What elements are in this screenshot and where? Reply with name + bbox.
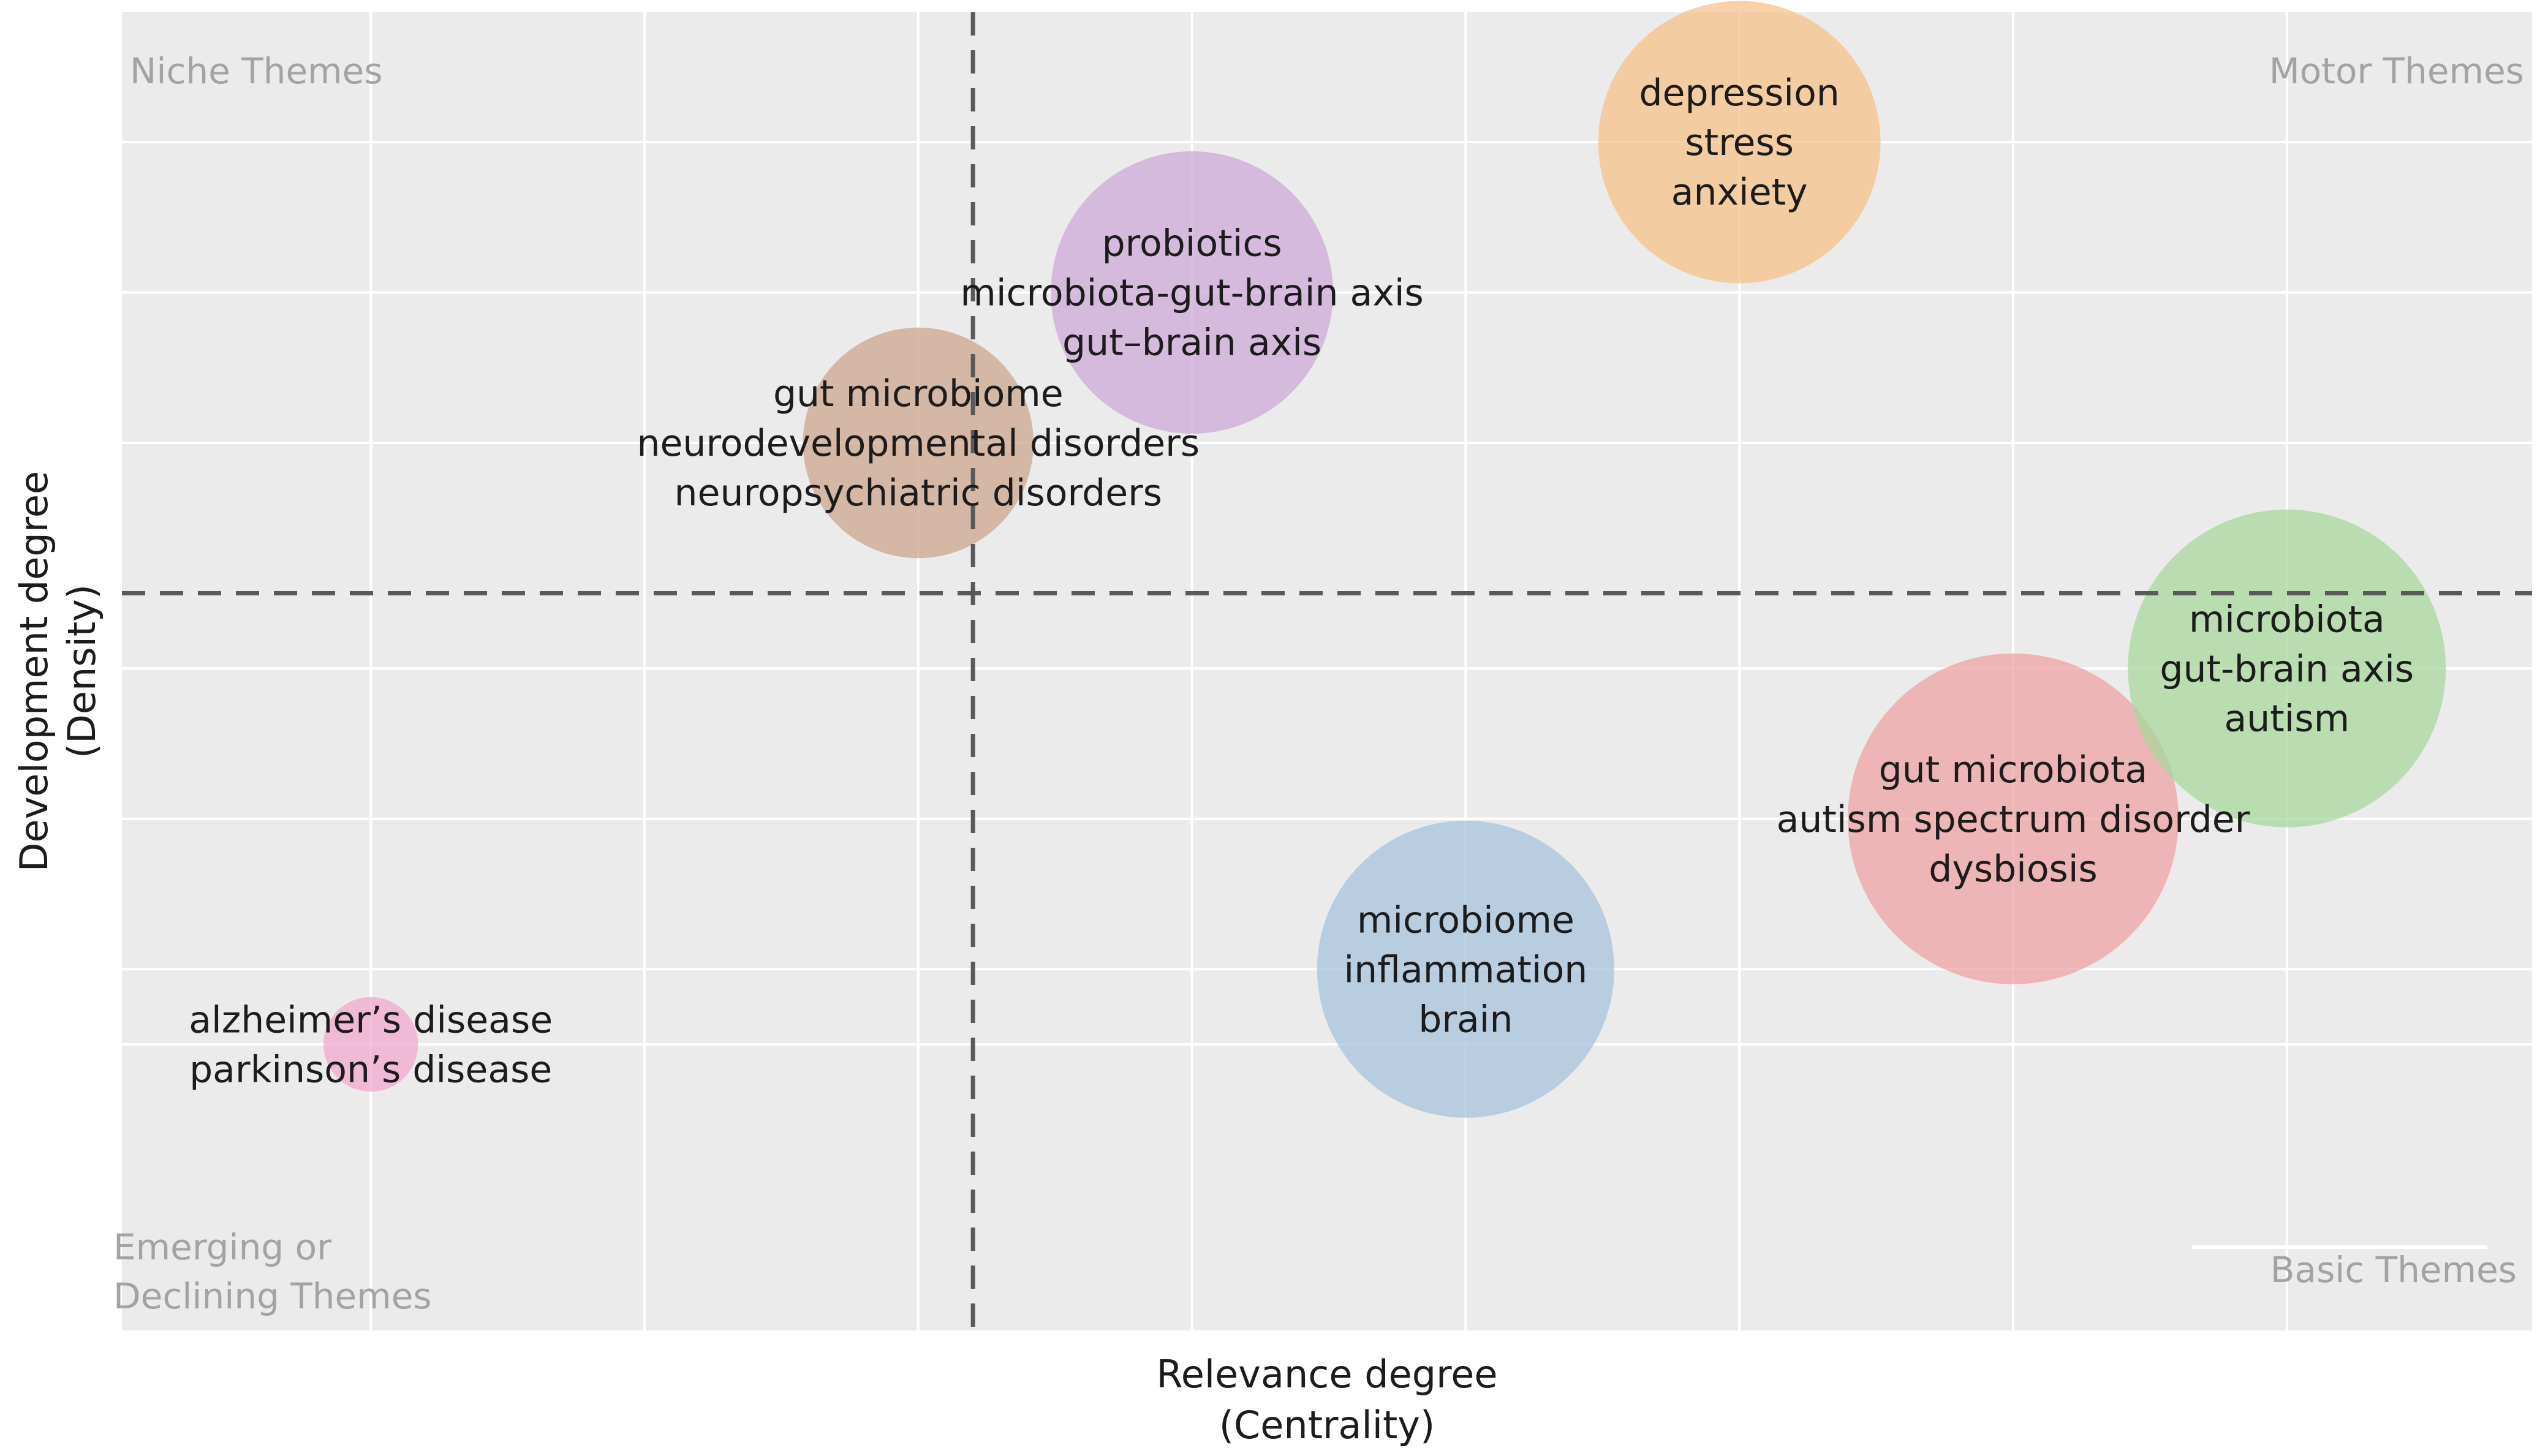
quadrant-label-emerging-line: Declining Themes (113, 1275, 432, 1317)
cluster-bubble (1317, 820, 1614, 1118)
cluster-label-line: microbiome (1357, 899, 1574, 941)
cluster-label: probiotics microbiota-gut-brain axis gut–b… (960, 222, 1423, 364)
quadrant-label-niche-line: Niche Themes (130, 50, 383, 92)
x-axis-title-line: Relevance degree (1156, 1352, 1497, 1397)
cluster-label-line: brain (1418, 998, 1513, 1041)
quadrant-label-emerging-line: Emerging or (113, 1226, 331, 1268)
y-axis-title-line: Development degree (12, 471, 56, 872)
cluster-label-line: stress (1685, 121, 1794, 164)
cluster-label-line: gut-brain axis (2160, 647, 2414, 690)
cluster-label: alzheimer’s disease parkinson’s disease (189, 999, 553, 1092)
x-axis-title: Relevance degree (Centrality) (1156, 1352, 1497, 1447)
cluster-label-line: parkinson’s disease (189, 1049, 552, 1092)
cluster-label: gut microbiome neurodevelopmental disorde… (637, 372, 1200, 515)
quadrant-label-basic-line: Basic Themes (2270, 1249, 2517, 1291)
cluster-bubble (1598, 1, 1881, 284)
cluster-bubble (803, 327, 1034, 559)
bubbles (323, 1, 2446, 1118)
quadrant-label-niche: Niche Themes (130, 50, 383, 92)
cluster-label-line: alzheimer’s disease (189, 999, 553, 1042)
cluster-label-line: microbiota (2189, 598, 2385, 641)
y-axis-title: Development degree(Density) (12, 471, 104, 872)
cluster-label-line: anxiety (1671, 171, 1808, 214)
cluster-label-line: gut microbiota (1879, 749, 2148, 791)
cluster-bubble (2128, 509, 2446, 828)
y-axis-title-line: (Density) (59, 584, 104, 758)
quadrant-label-motor: Motor Themes (2269, 50, 2524, 92)
cluster-label: depression stress anxiety (1639, 72, 1840, 214)
quadrant-label-basic: Basic Themes (2270, 1249, 2517, 1291)
cluster-label-line: probiotics (1102, 222, 1282, 265)
cluster-label: microbiota gut-brain axis autism (2160, 598, 2414, 740)
cluster-label-line: autism (2224, 697, 2349, 740)
quadrant-label-motor-line: Motor Themes (2269, 50, 2524, 92)
cluster-label-line: gut microbiome (773, 372, 1064, 415)
cluster-bubble (1051, 151, 1334, 434)
cluster-label-line: inflammation (1344, 948, 1587, 991)
cluster-label-line: autism spectrum disorder (1777, 798, 2250, 841)
cluster-labels: metabolismimmunologyinfectious diseasesd… (189, 72, 2414, 1092)
cluster-label-line: neuropsychiatric disorders (675, 472, 1163, 515)
cluster-label: microbiome inflammation brain (1344, 899, 1587, 1041)
cluster-label-line: dysbiosis (1929, 848, 2098, 891)
cluster-label: gut microbiota autism spectrum disorder dy… (1777, 749, 2250, 891)
axis-titles: Relevance degree (Centrality) Development … (12, 471, 1498, 1447)
x-axis-title-line: (Centrality) (1219, 1403, 1435, 1447)
cluster-bubble (1848, 653, 2179, 984)
cluster-label-line: microbiota-gut-brain axis (960, 272, 1423, 315)
reference-lines (122, 12, 2532, 1330)
cluster-bubble (323, 997, 418, 1092)
cluster-label-line: neurodevelopmental disorders (637, 422, 1200, 465)
cluster-label-line: depression (1639, 72, 1840, 115)
cluster-label-line: gut–brain axis (1062, 322, 1321, 364)
quadrant-label-emerging: Emerging or Declining Themes (113, 1226, 432, 1317)
